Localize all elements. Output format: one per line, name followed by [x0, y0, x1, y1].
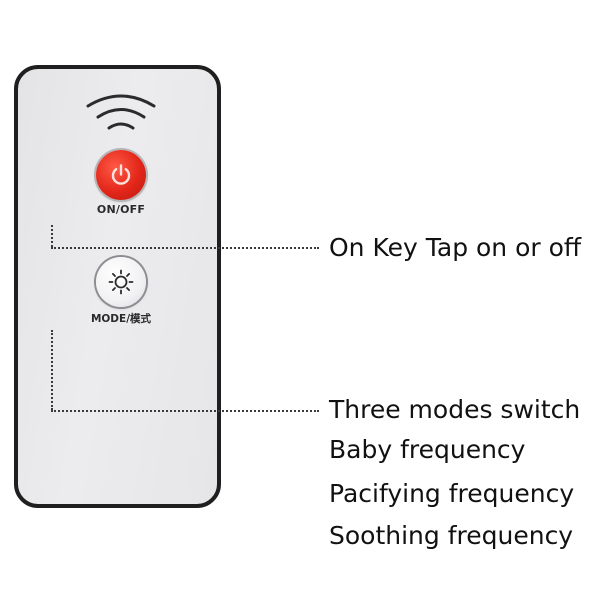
power-button[interactable] [96, 150, 146, 200]
mode-callout-item: Baby frequency [329, 435, 526, 464]
power-button-label: ON/OFF [96, 203, 146, 216]
power-leader-line-horizontal [51, 247, 319, 249]
mode-button-label: MODE/模式 [90, 313, 152, 325]
mode-callout-item: Pacifying frequency [329, 479, 575, 508]
power-callout-text: On Key Tap on or off [329, 233, 582, 262]
mode-callout-item: Soothing frequency [329, 521, 574, 550]
power-icon [111, 164, 131, 185]
power-leader-line [51, 225, 53, 247]
mode-leader-line [51, 330, 53, 410]
mode-callout-title: Three modes switch [329, 395, 581, 424]
sun-icon [108, 269, 134, 295]
wireless-signal-icon [86, 94, 156, 130]
mode-button[interactable] [96, 257, 146, 307]
mode-leader-line-horizontal [51, 410, 319, 412]
